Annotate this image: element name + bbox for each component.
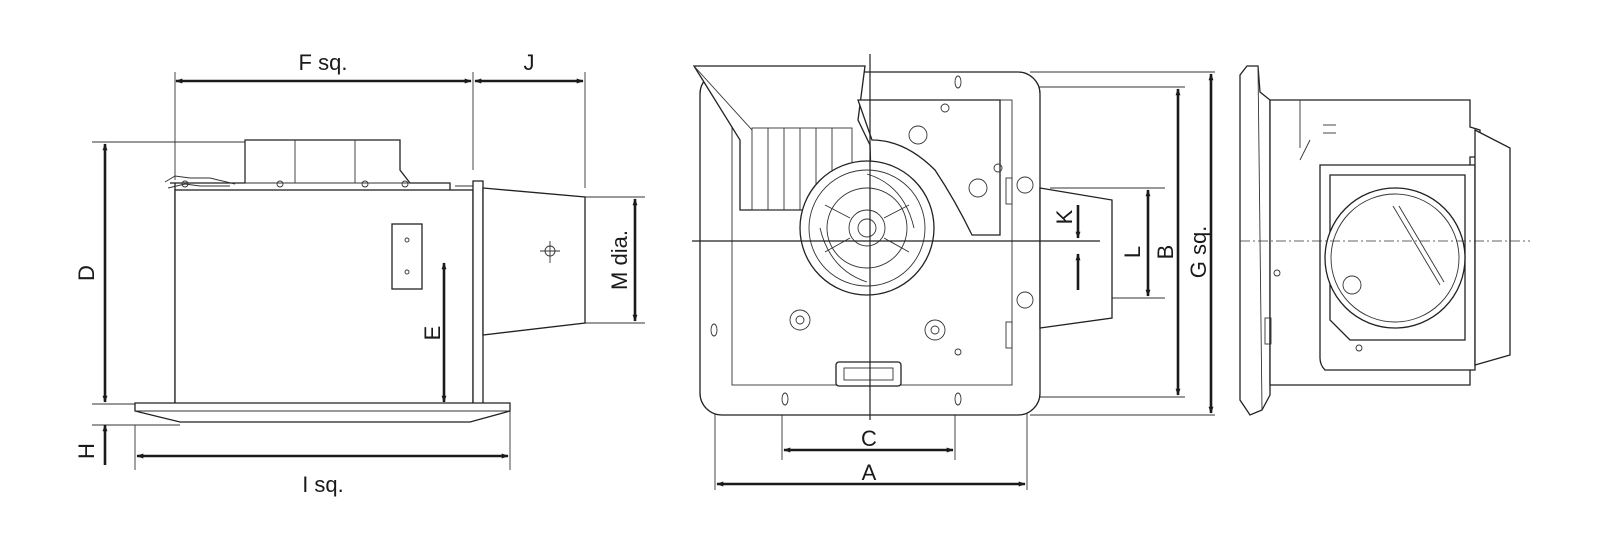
label-k: K — [1052, 209, 1077, 224]
side-view — [92, 72, 645, 470]
label-l: L — [1120, 246, 1145, 258]
front-view — [692, 54, 1215, 490]
label-m: M dia. — [607, 230, 632, 290]
label-c: C — [861, 426, 877, 451]
label-h: H — [74, 443, 99, 459]
label-b: B — [1153, 245, 1178, 260]
label-g: G sq. — [1186, 226, 1211, 279]
label-j: J — [524, 50, 535, 75]
label-a: A — [862, 460, 877, 485]
dimension-labels: F sq. J D E H I sq. M dia. K L B G sq. C… — [74, 50, 1211, 497]
dimension-lines — [102, 73, 1214, 487]
label-i: I sq. — [302, 472, 344, 497]
label-d: D — [74, 265, 99, 281]
right-side-view — [1239, 65, 1530, 416]
label-e: E — [420, 326, 445, 341]
label-f: F sq. — [299, 50, 348, 75]
